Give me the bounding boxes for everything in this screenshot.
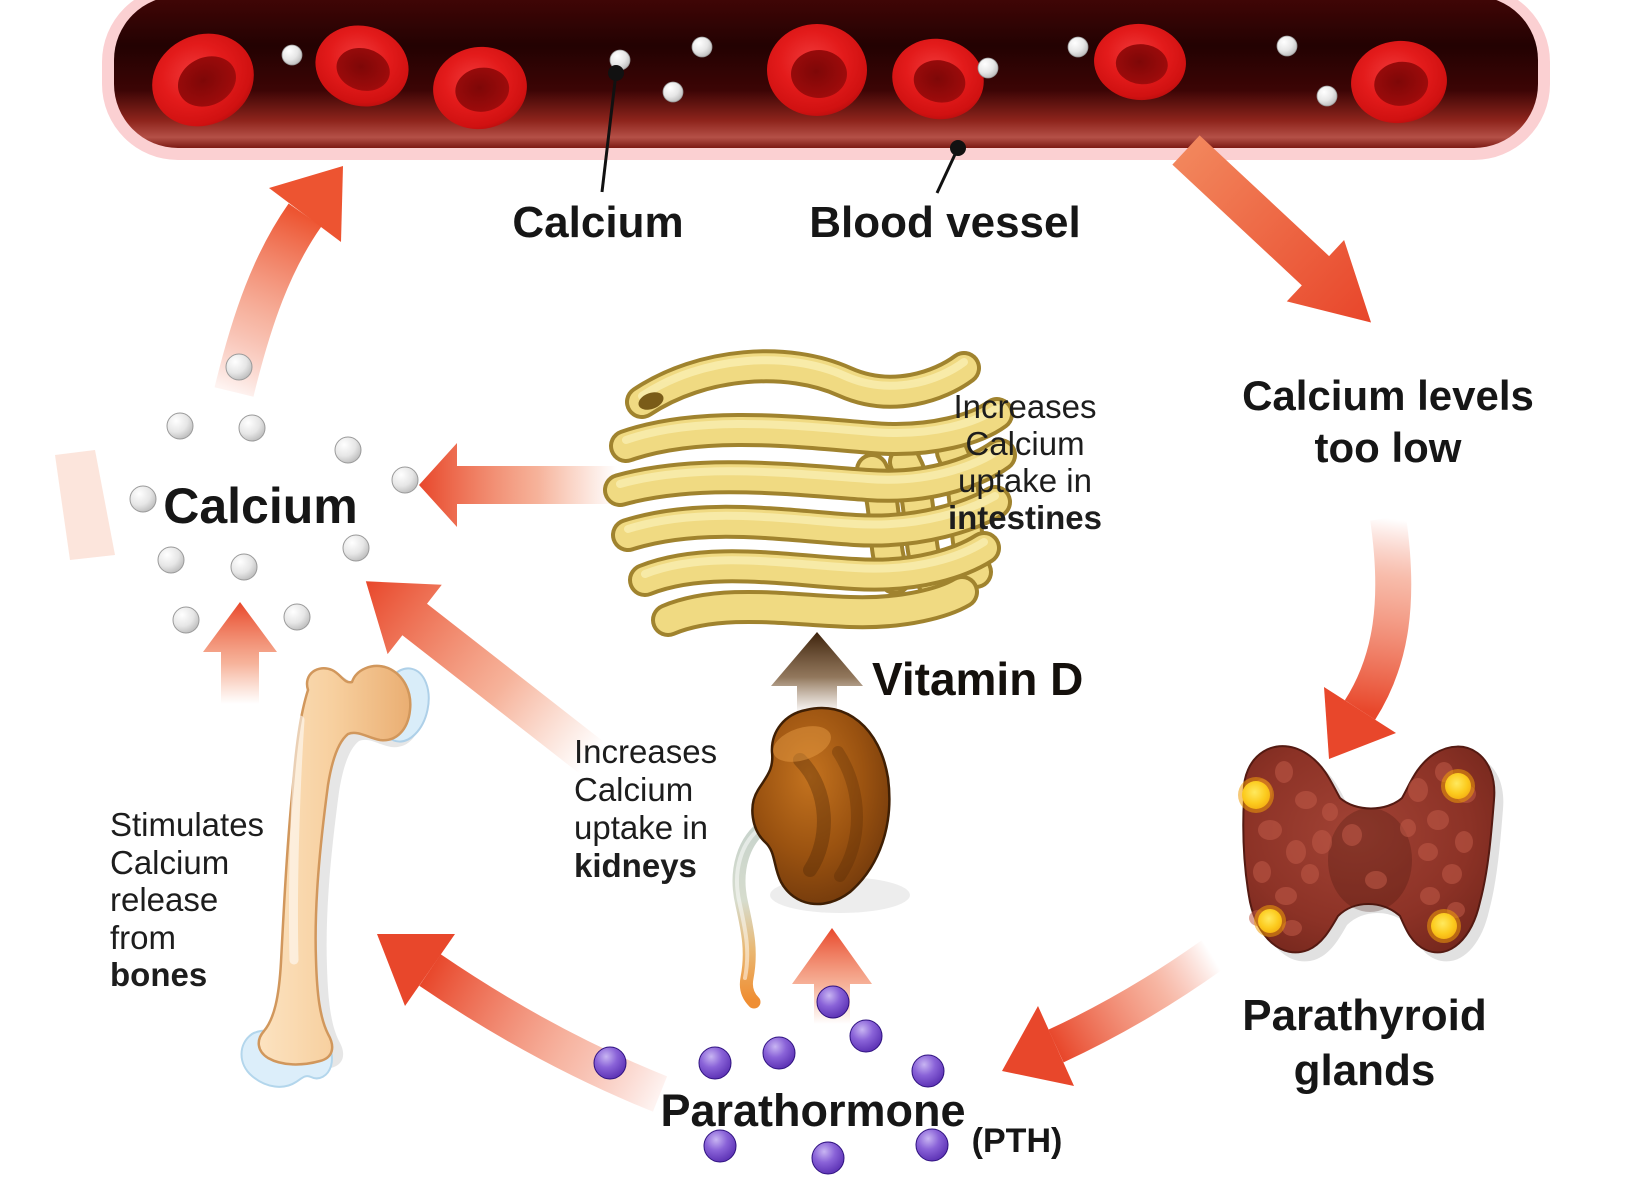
- arrow-vitamin-d: [771, 632, 863, 714]
- arrow-calcium-to-vessel: [214, 166, 343, 397]
- blood-vessel-illustration: [102, 0, 1550, 160]
- label-calcium-left: Calcium: [163, 478, 358, 534]
- label-calcium-levels-too-low: Calcium levels too low: [1242, 372, 1534, 471]
- arrow-parathormone-to-bone: [377, 934, 668, 1112]
- label-calcium-top: Calcium: [512, 198, 684, 247]
- kidney-illustration: [732, 706, 910, 1009]
- arrow-vessel-to-low-calcium: [1172, 135, 1372, 323]
- intestine-opening: [638, 392, 664, 410]
- intestines-illustration: [603, 349, 1017, 637]
- red-blood-cell: [1351, 40, 1447, 124]
- parathyroid-spots: [1238, 769, 1475, 943]
- arrow-bone-to-calcium: [203, 602, 277, 704]
- arrow-kidney-to-calcium: [365, 581, 605, 774]
- bone-illustration: [240, 664, 430, 1088]
- red-blood-cell: [433, 46, 527, 130]
- note-intestines: Increases Calcium uptake in intestines: [947, 388, 1103, 536]
- note-bones: Stimulates Calcium release from bones: [110, 806, 265, 993]
- pth-molecule-dots: [593, 985, 949, 1175]
- red-blood-cells: [152, 23, 1447, 130]
- blood-vessel-pointer-line: [935, 140, 966, 194]
- calcium-ion-cluster: [129, 353, 419, 634]
- label-parathormone: Parathormone: [660, 1085, 966, 1136]
- calcium-pointer-line: [600, 65, 624, 193]
- label-vitamin-d: Vitamin D: [872, 653, 1084, 705]
- arrow-intestines-to-calcium: [419, 443, 617, 527]
- arrow-parathyroid-to-parathormone: [1002, 940, 1223, 1086]
- parathyroid-gland-illustration: [1238, 745, 1504, 962]
- label-parathyroid-glands: Parathyroid glands: [1242, 991, 1487, 1095]
- label-pth: (PTH): [971, 1122, 1063, 1160]
- red-blood-cell: [1094, 23, 1186, 101]
- intestine-highlights: [616, 356, 1004, 578]
- arrow-low-calcium-to-parathyroid: [1324, 515, 1412, 759]
- arrow-parathormone-to-kidney: [792, 928, 872, 1024]
- calcium-ions-in-vessel: [281, 35, 1338, 107]
- red-blood-cell: [767, 24, 867, 116]
- red-blood-cell: [315, 25, 409, 107]
- red-blood-cell: [892, 38, 984, 120]
- label-blood-vessel: Blood vessel: [809, 198, 1081, 247]
- faded-arrow-tail: [55, 450, 115, 560]
- note-kidneys: Increases Calcium uptake in kidneys: [574, 733, 718, 884]
- red-blood-cell: [152, 33, 254, 127]
